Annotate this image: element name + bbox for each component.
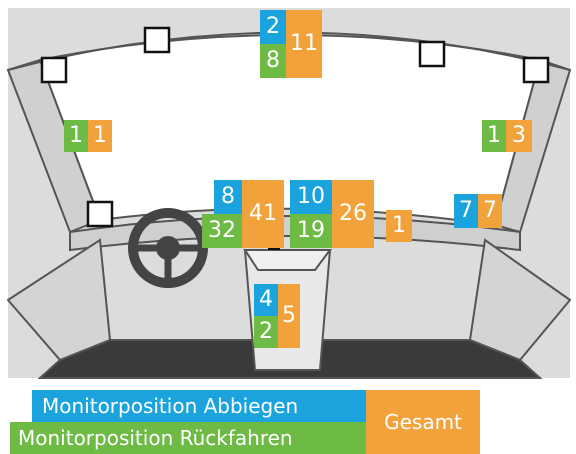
top-center-rueckfahren: 8 xyxy=(260,44,286,78)
console-rueckfahren: 2 xyxy=(254,316,278,348)
dash-center-gesamt: 26 xyxy=(332,180,374,248)
legend-gesamt: Gesamt xyxy=(366,390,480,454)
top-center-abbiegen: 2 xyxy=(260,10,286,44)
console-top xyxy=(243,249,332,271)
left-pillar-rueckfahren: 1 xyxy=(64,120,88,152)
monitor-square-top-right xyxy=(418,40,446,68)
right-corner-abbiegen: 7 xyxy=(454,194,478,228)
dash-left-abbiegen: 8 xyxy=(214,180,242,214)
monitor-square-left-lower xyxy=(86,200,114,228)
monitor-square-right-upper xyxy=(522,56,550,84)
steering-wheel xyxy=(128,208,208,288)
dash-center-abbiegen: 10 xyxy=(290,180,332,214)
monitor-square-top-left xyxy=(143,26,171,54)
right-pillar-gesamt: 3 xyxy=(506,120,532,152)
dash-left-rueckfahren: 32 xyxy=(202,214,242,248)
right-pillar-rueckfahren: 1 xyxy=(482,120,506,152)
top-center-gesamt: 11 xyxy=(286,10,322,78)
right-corner-gesamt: 7 xyxy=(478,194,502,228)
dash-right-gesamt: 1 xyxy=(386,210,412,242)
left-pillar-gesamt: 1 xyxy=(88,120,112,152)
legend-abbiegen: Monitorposition Abbiegen xyxy=(32,390,366,422)
dash-left-gesamt: 41 xyxy=(242,180,284,248)
legend-rueckfahren: Monitorposition Rückfahren xyxy=(10,422,366,454)
console-gesamt: 5 xyxy=(278,284,300,348)
console-abbiegen: 4 xyxy=(254,284,278,316)
dash-center-rueckfahren: 19 xyxy=(290,214,332,248)
monitor-square-left-upper xyxy=(40,56,68,84)
